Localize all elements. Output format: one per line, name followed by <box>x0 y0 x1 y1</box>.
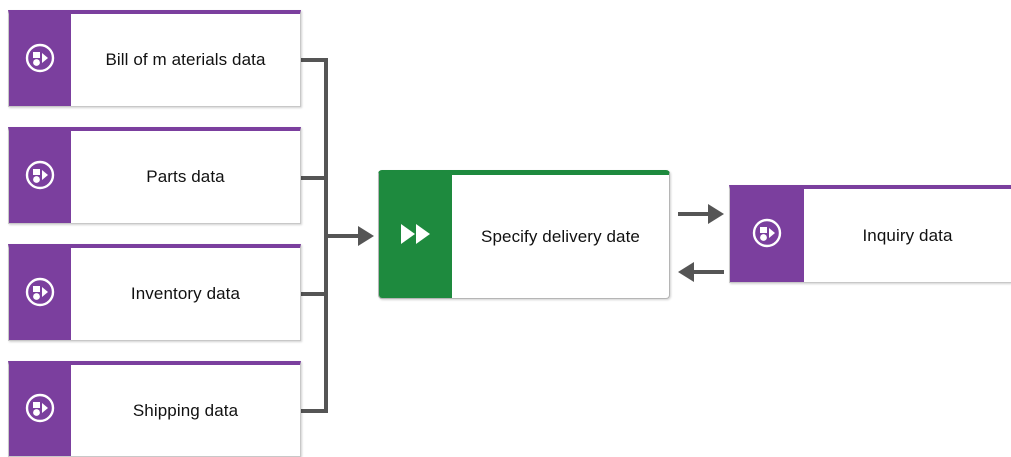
data-node-shipping[interactable]: Shipping data <box>8 361 301 457</box>
fast-forward-icon <box>399 222 433 251</box>
arrowhead-to-function <box>358 226 374 246</box>
data-node-label: Bill of m aterials data <box>105 50 266 69</box>
data-node-parts[interactable]: Parts data <box>8 127 301 224</box>
data-object-icon <box>25 277 55 312</box>
data-object-icon <box>25 43 55 78</box>
data-node-inquiry[interactable]: Inquiry data <box>729 185 1011 283</box>
data-node-label: Parts data <box>146 167 225 186</box>
arrowhead-from-output <box>678 262 694 282</box>
data-node-inventory[interactable]: Inventory data <box>8 244 301 341</box>
data-object-icon <box>25 160 55 195</box>
data-object-icon <box>25 393 55 428</box>
function-node-label: Specify delivery date <box>481 226 640 246</box>
data-node-label: Shipping data <box>132 400 239 420</box>
data-node-bill-of-materials[interactable]: Bill of m aterials data <box>8 10 301 107</box>
function-node-specify-delivery-date[interactable]: Specify delivery date <box>378 170 670 299</box>
arrowhead-to-output <box>708 204 724 224</box>
data-node-label: Inventory data <box>130 284 241 303</box>
data-node-label: Inquiry data <box>862 225 953 245</box>
data-object-icon <box>752 218 782 253</box>
